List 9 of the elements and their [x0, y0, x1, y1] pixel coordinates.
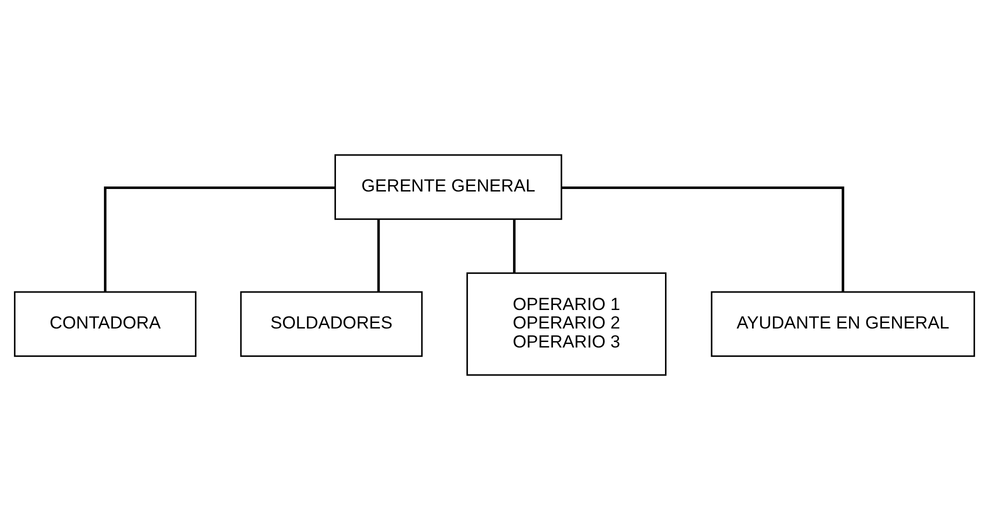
node-box: GERENTE GENERAL: [334, 154, 562, 220]
connector: [104, 186, 335, 292]
node-box: OPERARIO 1 OPERARIO 2 OPERARIO 3: [466, 272, 666, 376]
node-box: SOLDADORES: [240, 290, 423, 356]
connector: [562, 186, 844, 292]
node-box: CONTADORA: [14, 290, 196, 356]
connector: [513, 218, 516, 272]
connector: [377, 218, 380, 292]
node-box: AYUDANTE EN GENERAL: [710, 290, 976, 356]
